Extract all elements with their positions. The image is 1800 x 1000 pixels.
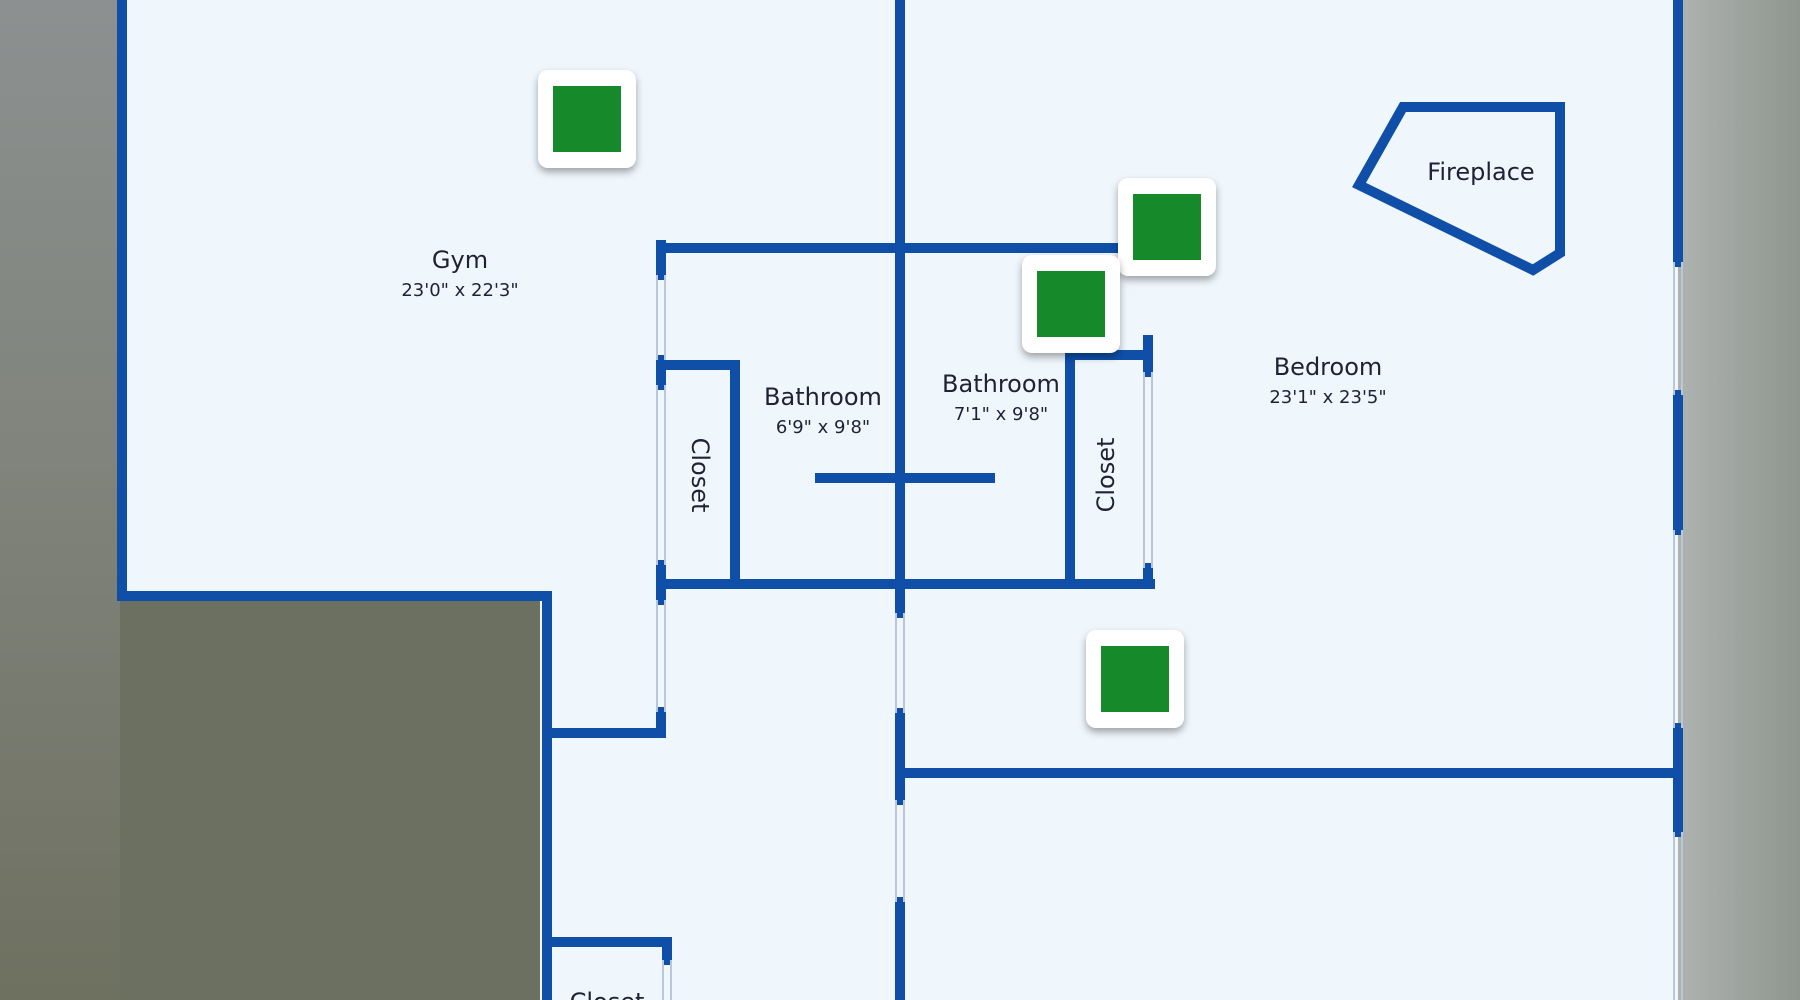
closet-left-label: Closet: [686, 438, 714, 513]
fireplace-shape: [1352, 102, 1565, 276]
gym-dims: 23'0" x 22'3": [401, 280, 518, 301]
gym-label: Gym: [432, 246, 488, 274]
closet-bottom-label: Closet: [570, 988, 645, 1000]
walls: [117, 0, 1683, 1000]
bedroom-label: Bedroom: [1274, 353, 1383, 381]
photo-marker-bathroom-right[interactable]: [1022, 255, 1120, 353]
photo-marker-icon: [1037, 271, 1105, 337]
closet-right-label: Closet: [1092, 438, 1120, 513]
photo-marker-icon: [1101, 646, 1169, 712]
photo-marker-icon: [1133, 194, 1201, 260]
door-openings: [656, 262, 1683, 1000]
bathroom-left-label: Bathroom: [764, 383, 882, 411]
fireplace-label: Fireplace: [1427, 158, 1534, 186]
bathroom-left-dims: 6'9" x 9'8": [776, 417, 870, 438]
bathroom-right-label: Bathroom: [942, 370, 1060, 398]
photo-marker-bedroom[interactable]: [1086, 630, 1184, 728]
photo-marker-icon: [553, 86, 621, 152]
photo-marker-bathroom[interactable]: [1118, 178, 1216, 276]
photo-marker-gym[interactable]: [538, 70, 636, 168]
bathroom-right-dims: 7'1" x 9'8": [954, 404, 1048, 425]
floor-area: [120, 0, 1678, 1000]
bedroom-dims: 23'1" x 23'5": [1269, 387, 1386, 408]
